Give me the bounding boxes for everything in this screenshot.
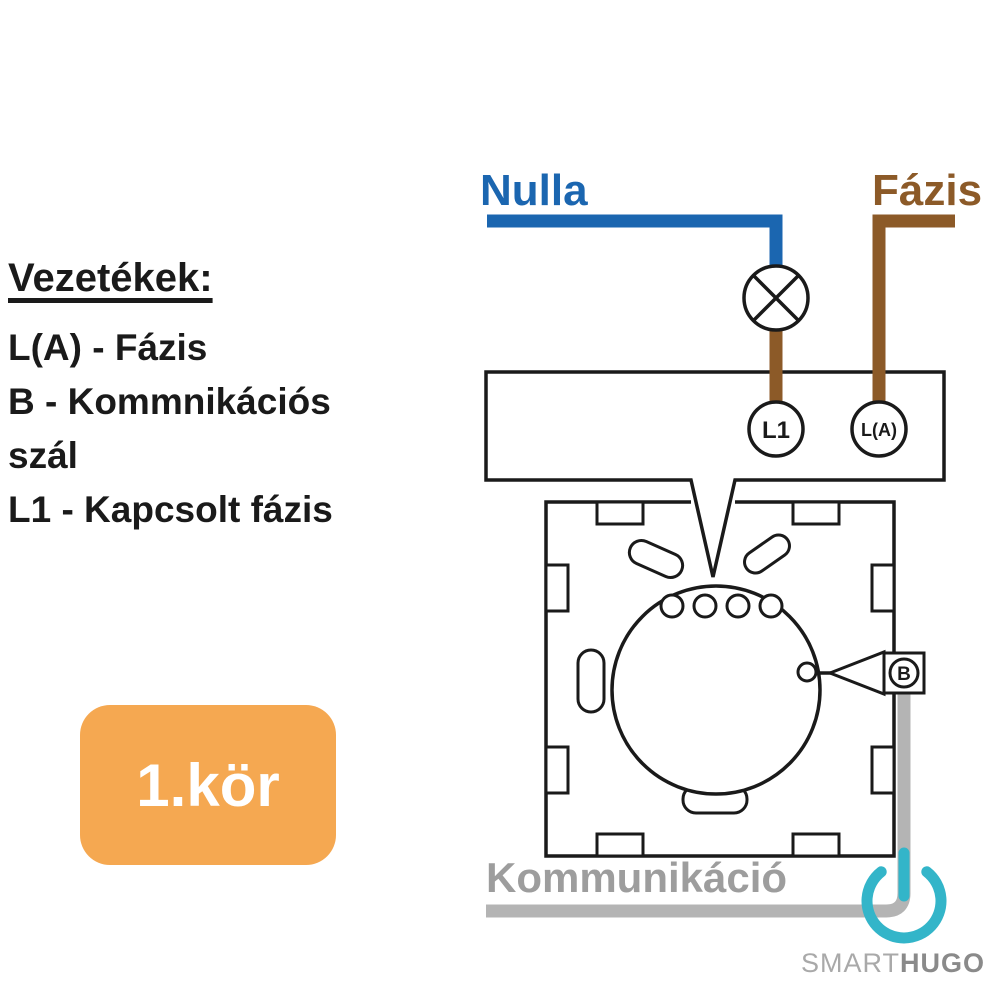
brand-logo-smart: SMART	[800, 948, 900, 978]
power-icon	[861, 866, 947, 944]
slot-left	[576, 648, 606, 714]
communication-label: Kommunikáció	[486, 854, 788, 901]
contact-dot-3	[725, 593, 751, 619]
relay-body	[610, 584, 822, 796]
lamp-cross-2	[752, 274, 800, 322]
tab-left-lower	[544, 745, 570, 795]
terminal-l1-label: L1	[762, 417, 790, 444]
legend-lines: L(A) - Fázis B - Kommnikációs szál L1 - …	[8, 321, 333, 537]
terminal-la-label: L(A)	[861, 420, 897, 440]
phase-wire	[872, 214, 955, 403]
terminal-la	[850, 400, 908, 458]
circuit-badge: 1.kör	[80, 705, 336, 865]
legend-line-b: B - Kommnikációs	[8, 381, 331, 422]
brand-logo-hugo: HUGO	[900, 948, 985, 978]
neutral-label: Nulla	[480, 166, 588, 215]
tab-bottom-left	[595, 832, 645, 858]
legend-line-b-cont: szál	[8, 435, 78, 476]
terminal-l1	[747, 400, 805, 458]
tab-bottom-right	[791, 832, 841, 858]
legend-line-la: L(A) - Fázis	[8, 327, 208, 368]
slot-top-right	[743, 533, 791, 575]
tab-left-upper	[544, 563, 570, 613]
legend-title: Vezetékek:	[8, 256, 213, 300]
b-terminal-dot	[796, 661, 818, 683]
tab-right-lower	[870, 745, 896, 795]
contact-dot-2	[692, 593, 718, 619]
b-terminal-circle	[888, 657, 920, 689]
circuit-badge-label: 1.kör	[136, 751, 280, 819]
neutral-wire	[487, 214, 783, 265]
tab-right-upper	[870, 563, 896, 613]
phase-label: Fázis	[872, 166, 983, 215]
b-terminal-label: B	[897, 664, 911, 685]
contact-dot-4	[758, 593, 784, 619]
slot-top-left	[627, 538, 685, 580]
brand-logo: SMARTHUGO	[801, 948, 985, 979]
tab-top-right	[791, 500, 841, 526]
legend: Vezetékek: L(A) - Fázis B - Kommnikációs…	[8, 256, 333, 537]
tab-top-left	[595, 500, 645, 526]
terminal-block	[484, 370, 946, 578]
contact-dot-1	[659, 593, 685, 619]
legend-line-l1: L1 - Kapcsolt fázis	[8, 489, 333, 530]
